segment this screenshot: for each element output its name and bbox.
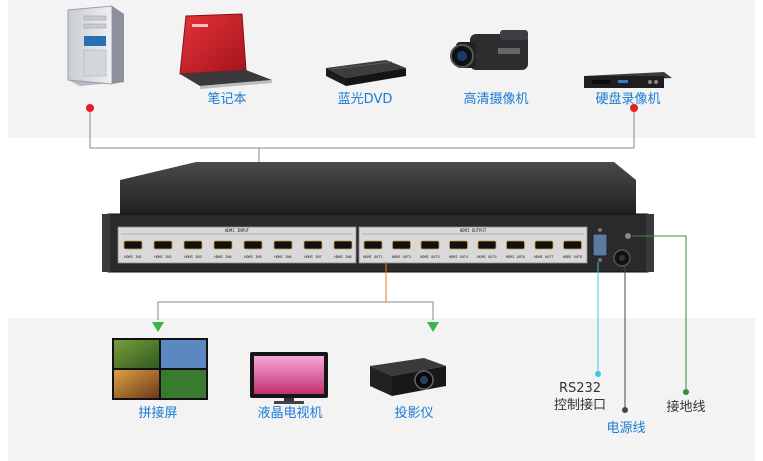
hdmi-in-port-5 (243, 240, 263, 250)
hdmi-in-port-label-8: HDMI IN8 (334, 255, 351, 259)
hdmi-in-port-2 (153, 240, 173, 250)
hdmi-matrix-switcher: HDMI IN1 HDMI IN2 HDMI IN3 HDMI IN4 HDMI IN5… (102, 162, 654, 273)
hdmi-out-port-label-5: HDMI OUT5 (477, 255, 496, 259)
rs232-port (592, 233, 608, 257)
projector-label: 投影仪 (394, 406, 434, 421)
hdmi-in-port-3 (183, 240, 203, 250)
hdmi-out-port-6 (506, 240, 525, 250)
ground-terminal (625, 233, 631, 239)
rs232-label: RS232 (558, 381, 602, 396)
hdmi-out-port-label-7: HDMI OUT7 (534, 255, 553, 259)
bluray-dvd-label: 蓝光DVD (337, 92, 393, 107)
hdmi-out-port-8 (563, 240, 582, 250)
hdmi-out-port-5 (477, 240, 497, 250)
hdmi-in-port-7 (303, 240, 323, 250)
dvr-label: 硬盘录像机 (595, 92, 661, 107)
output-arrow-wall-icon (152, 322, 164, 332)
input-dot-dvr (630, 104, 638, 112)
control-cables (595, 235, 689, 413)
hdmi-in-port-label-4: HDMI IN4 (214, 255, 231, 259)
hdmi-out-port-7 (534, 240, 554, 250)
bluray-player-icon (326, 60, 406, 86)
lcd-tv-label: 液晶电视机 (257, 406, 323, 421)
hdmi-out-port-3 (420, 240, 440, 250)
hdmi-out-port-label-1: HDMI OUT1 (363, 255, 382, 259)
hdmi-out-port-label-8: HDMI OUT8 (563, 255, 582, 259)
hdmi-out-port-1 (363, 240, 383, 250)
video-wall-icon (112, 338, 208, 400)
hdmi-in-port-label-5: HDMI IN5 (244, 255, 261, 259)
hdmi-in-port-label-6: HDMI IN6 (274, 255, 291, 259)
hdmi-in-port-label-1: HDMI IN1 (124, 255, 141, 259)
hdmi-out-port-label-4: HDMI OUT4 (449, 255, 468, 259)
desktop-pc-icon (67, 5, 124, 86)
ground-wire-label: 接地线 (666, 400, 706, 415)
hdmi-in-port-label-2: HDMI IN2 (154, 255, 171, 259)
projector-icon (370, 358, 446, 396)
hdmi-in-port-6 (273, 240, 293, 250)
hdmi-input-panel-label: HDMI INPUT (225, 228, 250, 233)
hd-camcorder-label: 高清摄像机 (463, 92, 529, 107)
camcorder-icon (450, 30, 528, 70)
hdmi-output-panel-label: HDMI OUTPUT (460, 228, 487, 233)
hdmi-out-port-2 (392, 240, 411, 250)
hdmi-out-port-label-2: HDMI OUT2 (392, 255, 411, 259)
power-cable-label: 电源线 (606, 421, 646, 436)
hdmi-in-port-8 (333, 240, 353, 250)
laptop-label: 笔记本 (207, 92, 247, 107)
hdmi-out-port-4 (449, 240, 468, 250)
hdmi-in-port-4 (213, 240, 233, 250)
laptop-icon (179, 13, 272, 89)
hdmi-out-port-label-3: HDMI OUT3 (420, 255, 439, 259)
output-cable (152, 262, 439, 332)
hdmi-in-port-label-7: HDMI IN7 (304, 255, 321, 259)
rs232-port-label: RS232 (595, 223, 606, 227)
video-wall-label: 拼接屏 (138, 406, 178, 421)
lcd-tv-icon (250, 352, 328, 404)
output-arrow-projector-icon (427, 322, 439, 332)
power-jack-label: DC12V (617, 268, 629, 272)
hdmi-out-port-label-6: HDMI OUT6 (506, 255, 525, 259)
hdmi-in-port-1 (123, 240, 143, 250)
rs232-control-label: 控制接口 (553, 398, 607, 413)
input-dot-pc (86, 104, 94, 112)
hdmi-in-port-label-3: HDMI IN3 (184, 255, 201, 259)
dvr-icon (584, 72, 672, 88)
